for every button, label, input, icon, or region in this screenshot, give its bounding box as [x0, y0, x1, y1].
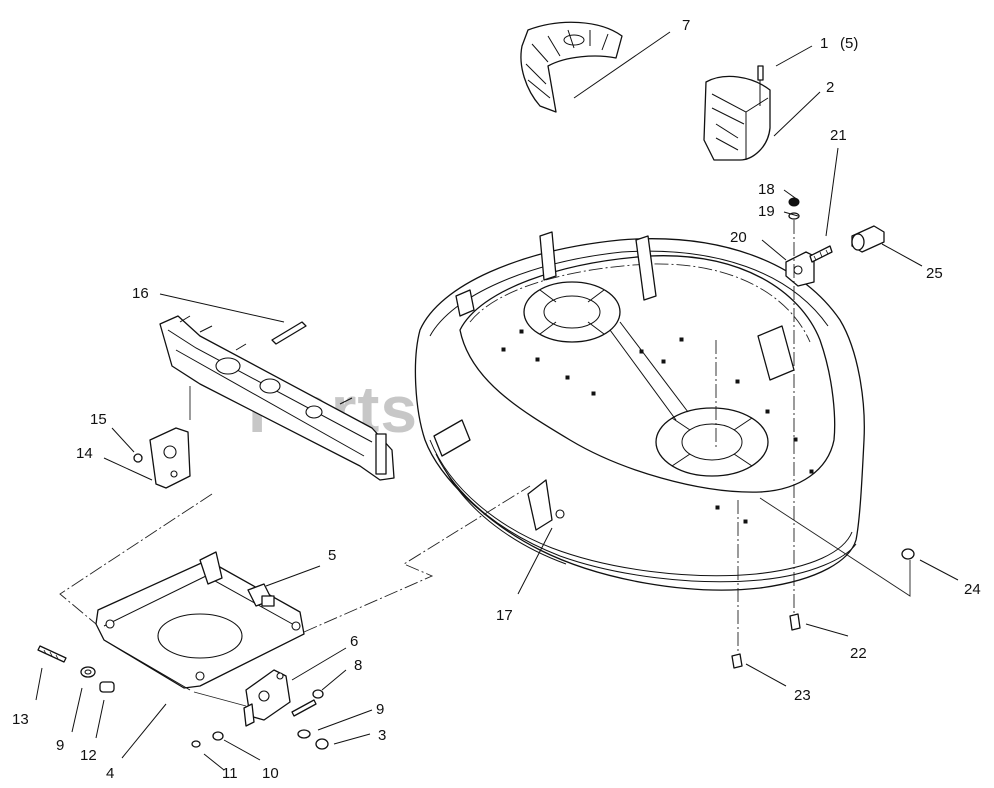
spring-21[interactable] [809, 245, 833, 263]
callout-3: 3 [378, 727, 386, 744]
callout-10: 10 [262, 765, 279, 782]
callout-17: 17 [496, 607, 513, 624]
callout-4: 4 [106, 765, 114, 782]
callout-16: 16 [132, 285, 149, 302]
callout-19: 19 [758, 203, 775, 220]
pin-8[interactable] [291, 689, 324, 717]
bolt-22[interactable] [789, 613, 801, 631]
callout-21: 21 [830, 127, 847, 144]
callout-23: 23 [794, 687, 811, 704]
leader-lines [35, 31, 959, 771]
deck-front-arm[interactable] [159, 315, 395, 481]
callout-24: 24 [964, 581, 981, 598]
callout-25: 25 [926, 265, 943, 282]
knob-25[interactable] [851, 225, 885, 253]
callout-9b: 9 [376, 701, 384, 718]
callout-1-qty: (5) [840, 35, 858, 52]
callout-9a: 9 [56, 737, 64, 754]
callout-5: 5 [328, 547, 336, 564]
callout-14: 14 [76, 445, 93, 462]
washer-9[interactable] [80, 666, 96, 678]
nut-3[interactable] [315, 738, 329, 750]
chute-assembly[interactable] [703, 65, 771, 161]
callout-8: 8 [354, 657, 362, 674]
deck-hanger-bracket[interactable] [527, 479, 565, 531]
callout-12: 12 [80, 747, 97, 764]
nut-10[interactable] [212, 731, 224, 741]
callout-labels: 7 1 (5) 2 21 18 19 20 25 16 15 14 5 6 8 … [12, 17, 981, 782]
discharge-deflector[interactable] [520, 21, 623, 113]
nut-18[interactable] [788, 197, 800, 207]
bolt-13[interactable] [37, 645, 67, 663]
bolt-5[interactable] [247, 583, 275, 607]
washer-9b[interactable] [297, 729, 311, 739]
callout-13: 13 [12, 711, 29, 728]
link-bracket[interactable] [243, 669, 291, 727]
assembly-lines [59, 220, 911, 707]
bracket-20[interactable] [785, 251, 815, 287]
callout-2: 2 [826, 79, 834, 96]
spacer-12[interactable] [99, 681, 115, 693]
callout-11: 11 [222, 765, 238, 782]
washer-11[interactable] [191, 740, 201, 748]
callout-18: 18 [758, 181, 775, 198]
mower-deck[interactable] [414, 231, 865, 591]
mounting-plate[interactable] [95, 551, 305, 691]
callout-1: 1 [820, 35, 828, 52]
bolt-23[interactable] [731, 653, 743, 669]
support-bracket[interactable] [133, 427, 191, 489]
callout-7: 7 [682, 17, 690, 34]
callout-20: 20 [730, 229, 747, 246]
nut-24[interactable] [901, 548, 915, 560]
callout-15: 15 [90, 411, 107, 428]
callout-22: 22 [850, 645, 867, 662]
callout-6: 6 [350, 633, 358, 650]
